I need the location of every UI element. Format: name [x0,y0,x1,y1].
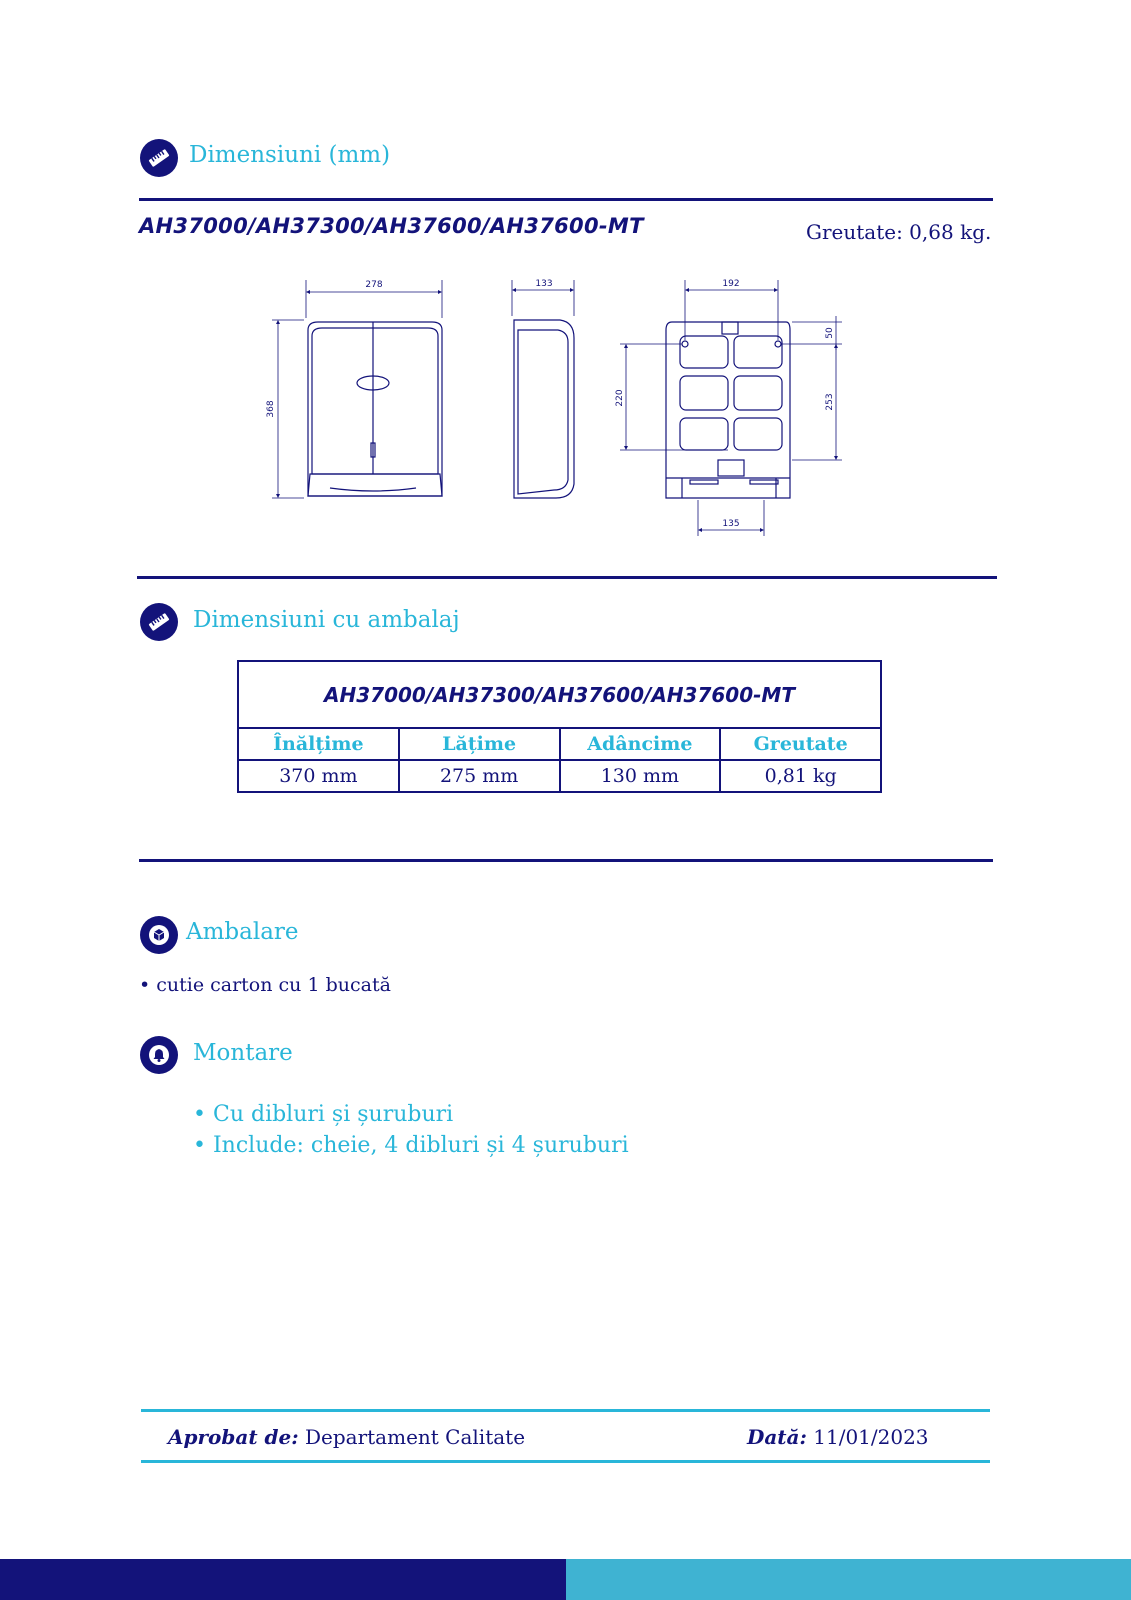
table-cell: 275 mm [397,761,559,791]
date-label: Dată: [747,1425,807,1449]
footer-band-navy [0,1559,566,1600]
model-code: AH37000/AH37300/AH37600/AH37600-MT [139,214,644,238]
list-item: • Include: cheie, 4 dibluri și 4 șurubur… [193,1133,629,1158]
dim-back-right-height: 253 [825,393,835,410]
bell-icon [140,1036,178,1074]
section-title-mounting: Montare [193,1040,293,1066]
footer-band-cyan [566,1559,1131,1600]
table-header-cell: Adâncime [558,729,720,759]
table-header-cell: Lățime [397,729,559,759]
list-item: • Cu dibluri și șuruburi [193,1102,454,1127]
table-cell: 0,81 kg [719,761,880,791]
approved-label: Aprobat de: [168,1425,299,1449]
section-title-dimensions: Dimensiuni (mm) [189,142,391,168]
product-weight: Greutate: 0,68 kg. [806,220,992,244]
approval-date: Dată: 11/01/2023 [747,1425,929,1449]
dim-back-bottom-width: 135 [722,519,739,529]
divider [137,576,997,579]
list-item-text: cutie carton cu 1 bucată [156,974,391,996]
footer-divider-top [141,1409,990,1412]
dim-back-left-height: 220 [615,389,625,406]
date-value: 11/01/2023 [813,1425,929,1449]
section-title-packaging-dimensions: Dimensiuni cu ambalaj [193,607,460,633]
list-item: • cutie carton cu 1 bucată [139,974,391,996]
dim-front-width: 278 [365,280,382,290]
table-header-cell: Greutate [719,729,880,759]
table-header-row: Înălțime Lățime Adâncime Greutate [239,729,880,759]
table-row: 370 mm 275 mm 130 mm 0,81 kg [239,759,880,791]
ruler-icon [140,603,178,641]
table-cell: 370 mm [279,765,358,787]
technical-drawing: 278 368 133 192 50 220 253 135 [266,279,842,536]
table-model-header: AH37000/AH37300/AH37600/AH37600-MT [239,662,880,729]
approved-by: Aprobat de: Departament Calitate [168,1425,525,1449]
section-title-packing: Ambalare [186,919,299,945]
dim-side-depth: 133 [535,279,552,289]
approved-value: Departament Calitate [304,1425,526,1449]
divider [139,198,993,201]
ruler-icon [140,139,178,177]
dim-back-hole-spacing: 192 [722,279,739,289]
box-icon [140,916,178,954]
list-item-text: Cu dibluri și șuruburi [212,1102,454,1127]
footer-divider-bottom [141,1460,990,1463]
table-header-cell: Înălțime [273,733,364,755]
dim-front-height: 368 [266,400,276,417]
list-item-text: Include: cheie, 4 dibluri și 4 șuruburi [212,1133,629,1158]
dim-back-top-offset: 50 [825,327,835,339]
table-cell: 130 mm [558,761,720,791]
divider [139,859,993,862]
packaging-table: AH37000/AH37300/AH37600/AH37600-MT Înălț… [237,660,882,793]
